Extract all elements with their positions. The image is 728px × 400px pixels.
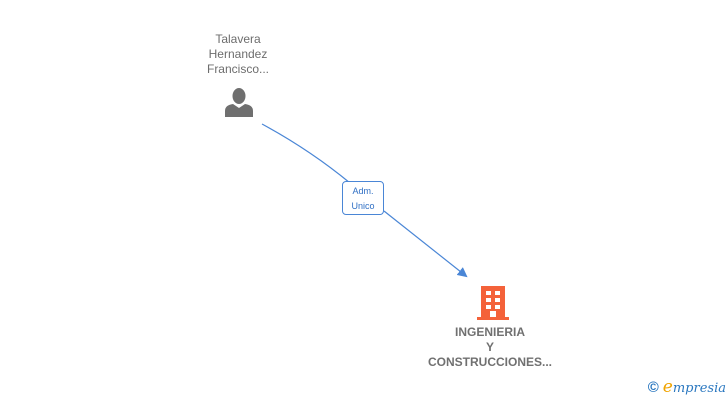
company-name-line: INGENIERIA xyxy=(454,325,525,339)
edge-line-lower xyxy=(383,210,468,278)
person-name-line: Hernandez xyxy=(208,47,268,61)
edge-line-upper xyxy=(261,123,351,184)
company-name-line: Y xyxy=(485,340,494,354)
relationship-label-line: Unico xyxy=(351,201,375,211)
brand-logo: empresia xyxy=(662,377,726,397)
copyright-icon: © xyxy=(647,378,659,396)
empresia-watermark: © empresia xyxy=(648,377,726,397)
relationship-label[interactable]: Adm. Unico xyxy=(342,181,384,215)
person-name-line: Talavera xyxy=(215,32,261,46)
company-node-label[interactable]: INGENIERIA Y CONSTRUCCIONES... xyxy=(410,325,570,370)
person-icon[interactable] xyxy=(224,87,254,117)
person-node-label[interactable]: Talavera Hernandez Francisco... xyxy=(188,32,288,77)
relationship-label-line: Adm. xyxy=(352,186,374,196)
company-name-line: CONSTRUCCIONES... xyxy=(427,355,552,369)
building-icon[interactable] xyxy=(477,285,509,321)
person-name-line: Francisco... xyxy=(206,62,269,76)
